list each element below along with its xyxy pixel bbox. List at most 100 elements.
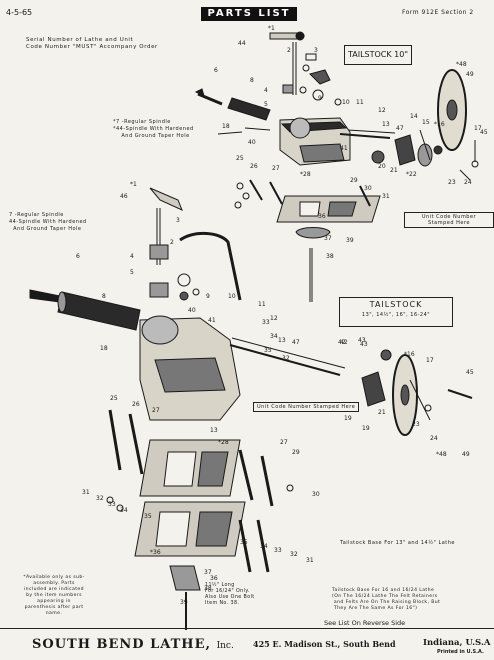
company-inc: Inc. (216, 641, 234, 651)
callout-top-21: 41 (340, 145, 348, 152)
base-note-16: Tailstock Base For 16 and 16/24 Lathe (O… (332, 588, 441, 611)
callout-bottom-6: 5 (130, 269, 134, 276)
callout-top-37: 21 (390, 167, 398, 174)
callout-bottom-4: 2 (170, 239, 174, 246)
callout-top-7: 4 (264, 87, 268, 94)
callout-bottom-40: 30 (312, 491, 320, 498)
callout-top-40: 24 (464, 179, 472, 186)
callout-top-3: 2 (287, 47, 291, 54)
callout-top-22: 25 (236, 155, 244, 162)
callout-bottom-26: 49 (462, 451, 470, 458)
callout-bottom-16: 18 (100, 345, 108, 352)
callout-top-24: 27 (272, 165, 280, 172)
date: 4-5-65 (6, 8, 33, 17)
callout-top-35: 45 (480, 129, 488, 136)
base-note-13: Tailstock Base For 13" and 14½" Lathe (340, 540, 455, 546)
callout-bottom-9: 9 (206, 293, 210, 300)
callout-top-39: 23 (448, 179, 456, 186)
callout-top-1: *1 (268, 25, 275, 32)
callout-top-20: 40 (248, 139, 256, 146)
spindle-note-bottom: 7 -Regular Spindle 44-Spindle With Harde… (9, 212, 87, 232)
callout-bottom-5: 4 (130, 253, 134, 260)
callout-bottom-32: 13 (210, 427, 218, 434)
callout-top-2: 44 (238, 40, 246, 47)
callout-bottom-23: 19 (362, 425, 370, 432)
callout-bottom-35: 31 (82, 489, 90, 496)
callout-top-46: 32 (282, 355, 290, 362)
callout-top-6: 8 (250, 77, 254, 84)
callout-bottom-10: 10 (228, 293, 236, 300)
callout-bottom-25: *48 (436, 451, 447, 458)
handle-bottom (149, 187, 183, 211)
callout-bottom-7: 6 (76, 253, 80, 260)
tailstock-sizes-box: TAILSTOCK 13", 14½", 16", 16-24" (339, 297, 453, 327)
available-note: *Available only as sub-assembly. Parts i… (23, 575, 85, 616)
callout-bottom-43: 35 (240, 539, 248, 546)
callout-bottom-39: 35 (144, 513, 152, 520)
callout-top-8: 5 (264, 101, 268, 108)
header: 4-5-65 PARTS LIST Form 912E Section 2 (0, 7, 494, 23)
form-number: Form 912E Section 2 (402, 9, 474, 16)
callout-bottom-2: 46 (120, 193, 128, 200)
callout-bottom-14: 40 (188, 307, 196, 314)
callout-bottom-13: 13 (278, 337, 286, 344)
callout-top-34: 49 (466, 71, 474, 78)
callout-top-13: 13 (382, 121, 390, 128)
callout-top-38: *22 (406, 171, 417, 178)
callout-bottom-36: 32 (96, 495, 104, 502)
bolt-note: 11½" Long For 16/24" Only. Also Use One … (205, 583, 255, 606)
callout-top-11: 11 (356, 99, 364, 106)
callout-top-33: *48 (456, 61, 467, 68)
callout-top-14: 47 (396, 125, 404, 132)
callout-top-23: 26 (250, 163, 258, 170)
callout-top-17: *16 (434, 121, 445, 128)
callout-top-30: 37 (324, 235, 332, 242)
spindle-note-top: *7 -Regular Spindle *44-Spindle With Har… (113, 119, 194, 139)
callout-bottom-21: 45 (466, 369, 474, 376)
callout-top-19: 18 (222, 123, 230, 130)
callout-top-4: 3 (314, 47, 318, 54)
callout-bottom-29: 25 (110, 395, 118, 402)
callout-bottom-50: 39 (180, 599, 188, 606)
callout-bottom-12: 12 (270, 315, 278, 322)
footer: SOUTH BEND LATHE, Inc. 425 E. Madison St… (0, 628, 494, 660)
callout-bottom-42: 36 (210, 575, 218, 582)
callout-bottom-41: 27 (280, 439, 288, 446)
unit-code-note-mid: Unit Code Number Stamped Here (253, 402, 360, 412)
callout-bottom-45: 33 (274, 547, 282, 554)
callout-bottom-18: 43 (360, 341, 368, 348)
callout-bottom-20: 17 (426, 357, 434, 364)
callout-top-41: 42 (338, 339, 346, 346)
callout-bottom-30: 26 (132, 401, 140, 408)
callout-top-45: 35 (264, 347, 272, 354)
callout-bottom-11: 11 (258, 301, 266, 308)
callout-bottom-8: 8 (102, 293, 106, 300)
callout-top-42: 43 (358, 337, 366, 344)
callout-top-32: 39 (346, 237, 354, 244)
callout-bottom-37: 33 (108, 501, 116, 508)
callout-top-29: 36 (318, 213, 326, 220)
tailstock-box-title: TAILSTOCK (369, 300, 423, 309)
callout-bottom-46: 32 (290, 551, 298, 558)
callout-bottom-44: 34 (260, 543, 268, 550)
reverse-side-note: See List On Reverse Side (324, 619, 406, 627)
callout-bottom-17: 42 (340, 339, 348, 346)
callout-top-18: 17 (474, 125, 482, 132)
unit-code-note-top: Unit Code Number Stamped Here (404, 212, 494, 228)
company-city: Indiana, U.S.A (423, 638, 491, 648)
page-title: PARTS LIST (201, 7, 297, 21)
callout-top-15: 14 (410, 113, 418, 120)
callout-bottom-34: 29 (292, 449, 300, 456)
tailstock-box-sizes: 13", 14½", 16", 16-24" (361, 312, 431, 318)
callout-bottom-19: *16 (404, 351, 415, 358)
callout-top-31: 38 (326, 253, 334, 260)
tailstock-10-box: TAILSTOCK 10" (344, 45, 412, 65)
callout-bottom-33: *28 (218, 439, 229, 446)
printed-in: Printed in U.S.A. (437, 649, 484, 655)
callout-bottom-1: *1 (130, 181, 137, 188)
callout-top-16: 15 (422, 119, 430, 126)
callout-top-9: 9 (318, 95, 322, 102)
callout-bottom-3: 3 (176, 217, 180, 224)
company-name: SOUTH BEND LATHE, Inc. (32, 637, 234, 652)
